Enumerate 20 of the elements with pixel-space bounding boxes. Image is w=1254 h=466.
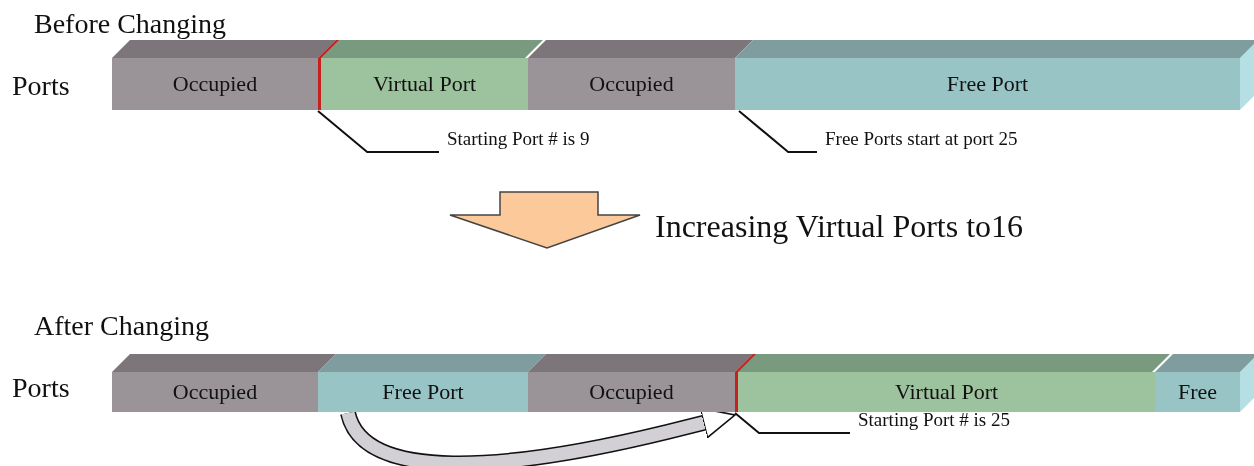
leader-line [738, 110, 818, 153]
segment-label: Virtual Port [372, 71, 477, 97]
callout-text: Starting Port # is 9 [447, 128, 590, 150]
text-label: Before Changing [34, 8, 227, 40]
leader-line [734, 412, 851, 434]
text-label: Increasing Virtual Ports to16 [655, 208, 1024, 245]
segment-label: Occupied [589, 379, 674, 405]
callout-text: Free Ports start at port 25 [825, 128, 1018, 150]
segment-label: Occupied [172, 71, 258, 97]
segment-label: Free Port [946, 71, 1029, 97]
leader-line [317, 110, 440, 153]
segment-label: Virtual Port [894, 379, 999, 405]
segment-label: Free [1177, 379, 1218, 405]
callout-text: Starting Port # is 25 [858, 409, 1010, 431]
segment-label: Free Port [382, 379, 464, 405]
segment-label: Occupied [589, 71, 674, 97]
text-label: Ports [12, 372, 70, 404]
text-label: After Changing [34, 310, 209, 342]
segment-label: Occupied [172, 379, 258, 405]
text-label: Ports [12, 70, 70, 102]
